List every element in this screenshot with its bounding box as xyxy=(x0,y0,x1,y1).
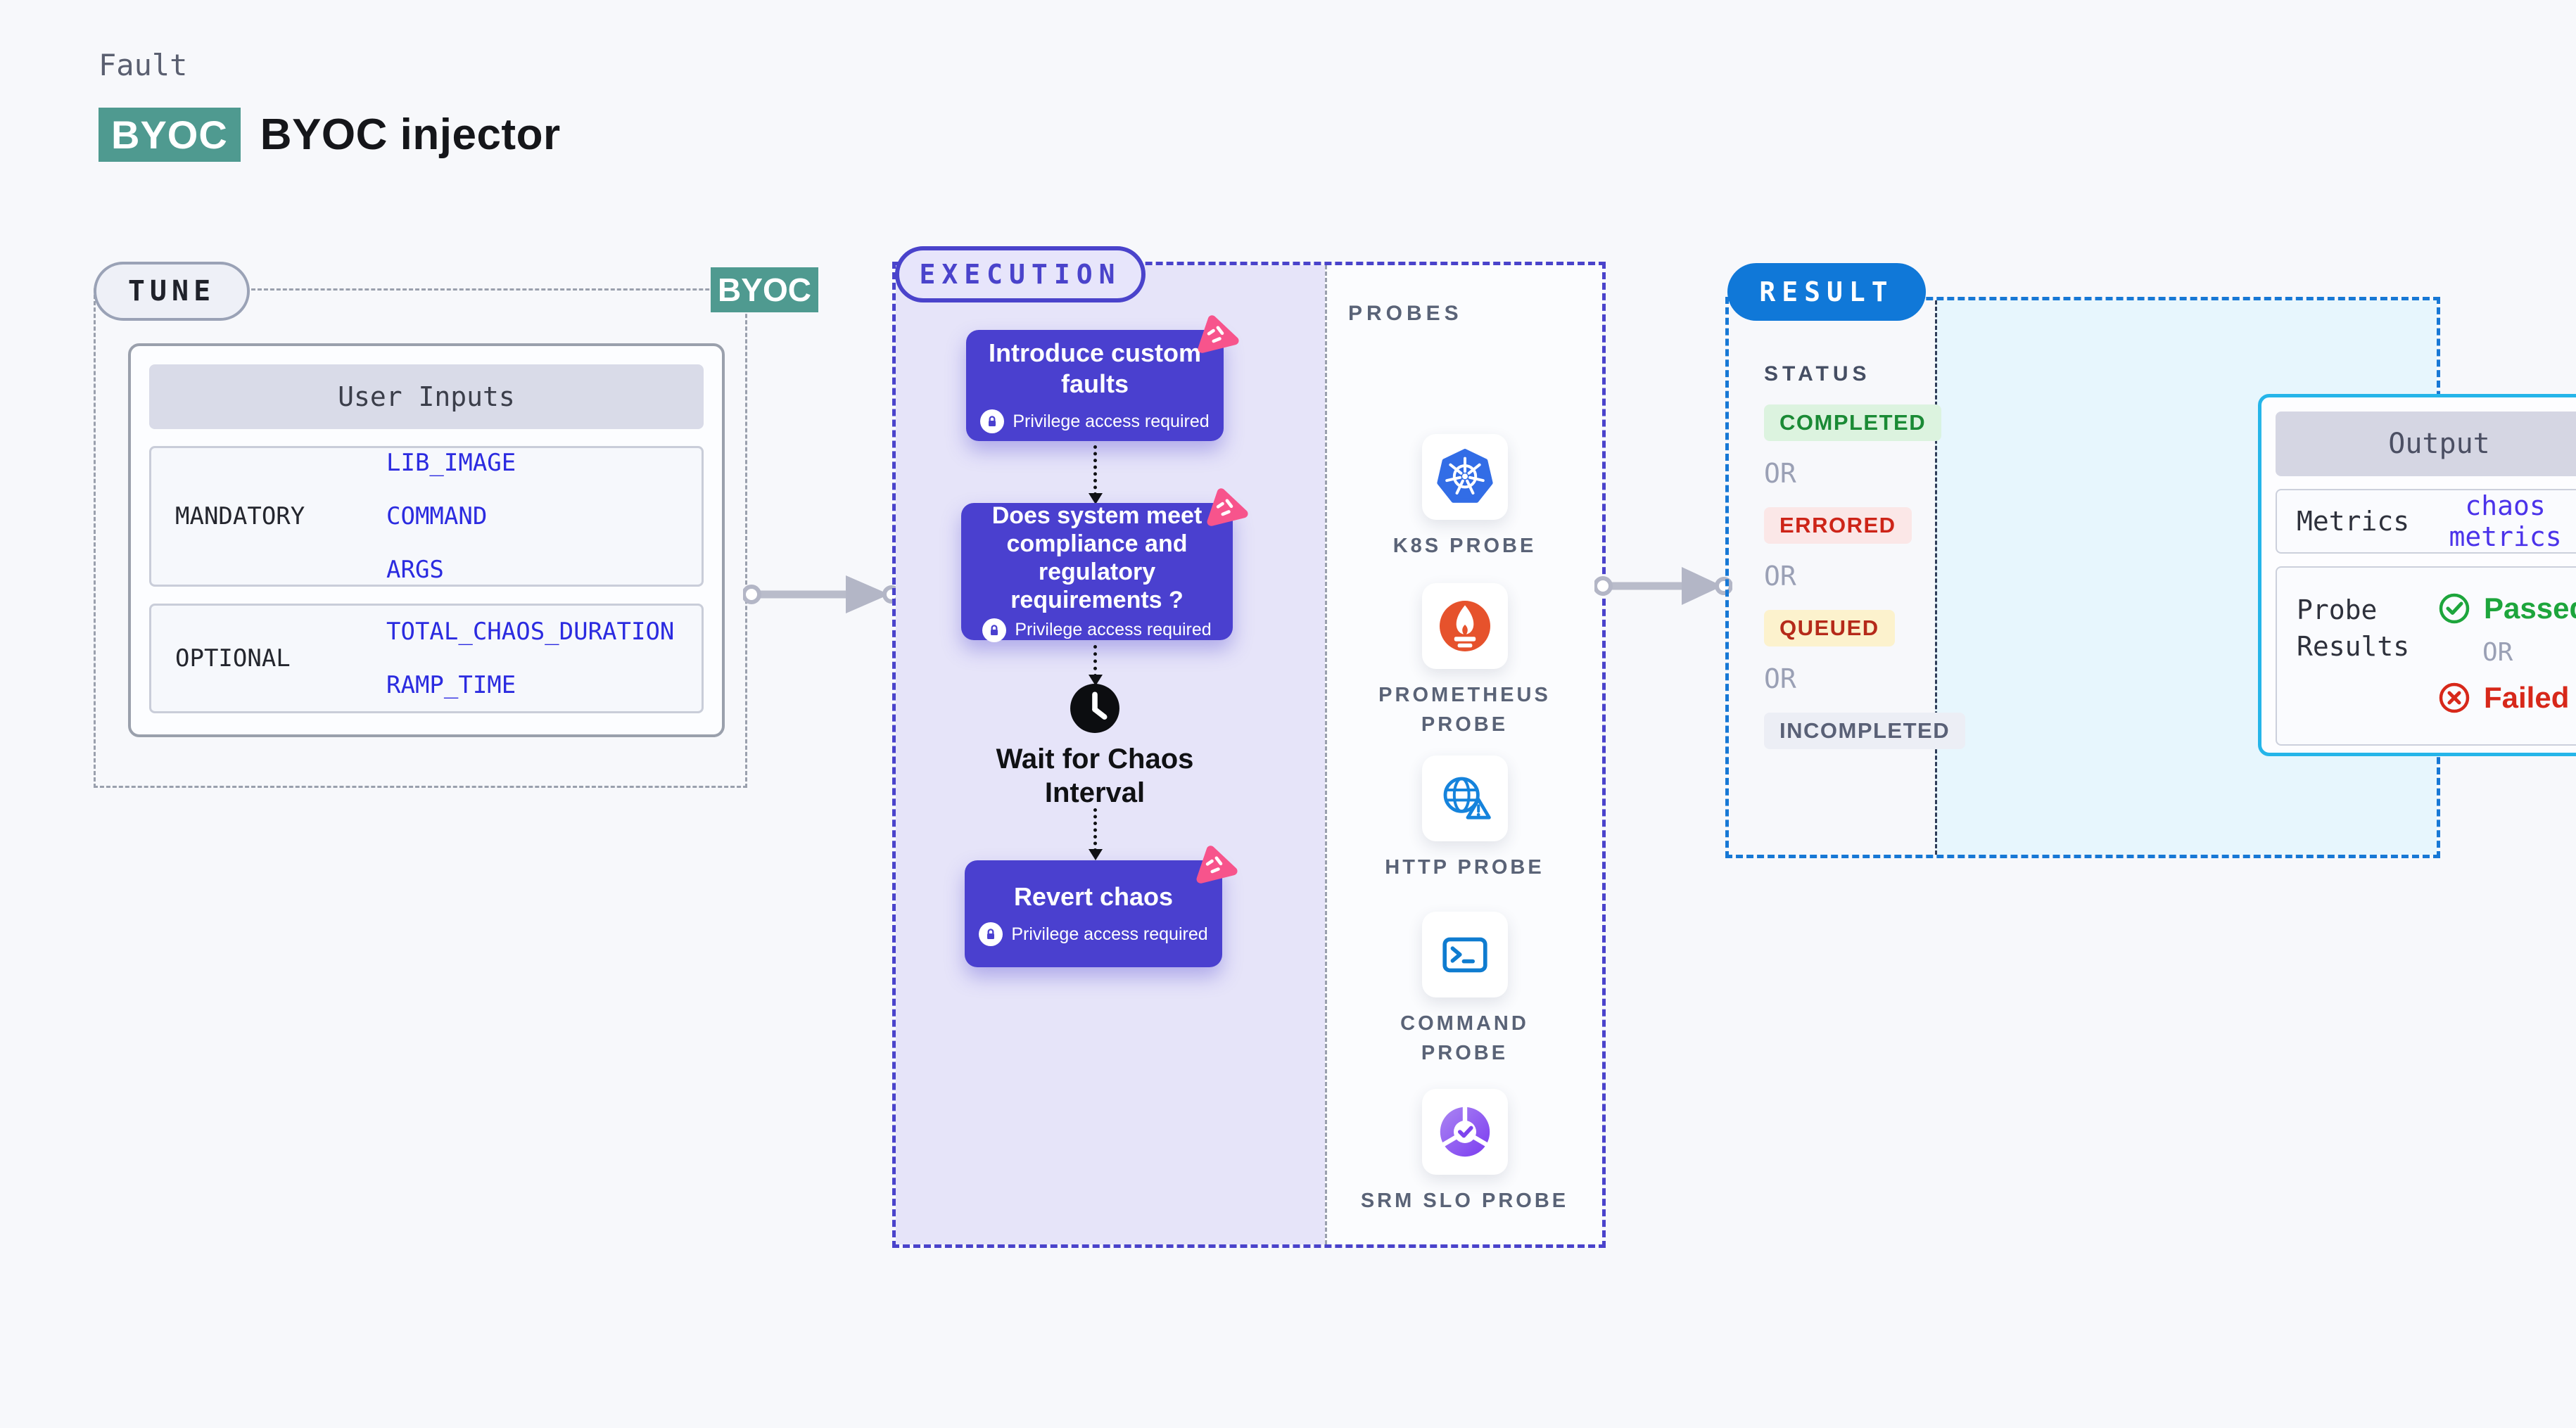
or-label: OR xyxy=(1764,663,1796,694)
env-var: ARGS xyxy=(386,556,444,584)
probe-card xyxy=(1421,1089,1508,1175)
step-title: Introduce custom faults xyxy=(988,338,1202,398)
env-var: LIB_IMAGE xyxy=(386,449,516,477)
output-card: Output Metrics chaos metrics Probe Resul… xyxy=(2258,394,2576,756)
user-inputs-card: User Inputs MANDATORY LIB_IMAGE COMMAND … xyxy=(128,343,725,737)
result-section-pill: RESULT xyxy=(1727,263,1926,321)
step-introduce-custom-faults: Introduce custom faults Privilege access… xyxy=(966,315,1239,441)
step-revert-chaos: Revert chaos Privilege access required xyxy=(965,846,1238,967)
passed-label: Passed xyxy=(2484,592,2576,625)
status-badge-errored: ERRORED xyxy=(1764,507,1912,544)
probe-card xyxy=(1421,434,1508,520)
result-output-area: Output Metrics chaos metrics Probe Resul… xyxy=(1935,300,2576,855)
status-badge-incompleted: INCOMPLETED xyxy=(1764,713,1966,749)
probe-item-srm-slo: SRM SLO PROBE xyxy=(1327,1089,1602,1216)
tune-section xyxy=(94,288,747,788)
flow-connector xyxy=(1089,645,1103,686)
output-header: Output xyxy=(2276,412,2576,476)
failed-label: Failed xyxy=(2484,681,2570,714)
env-var: RAMP_TIME xyxy=(386,671,516,699)
metrics-value: chaos metrics xyxy=(2449,490,2562,552)
probe-name: COMMAND PROBE xyxy=(1400,1012,1529,1064)
privilege-badge: Privilege access required xyxy=(979,922,1208,946)
probe-name: HTTP PROBE xyxy=(1385,856,1544,879)
byoc-badge: BYOC xyxy=(99,108,241,162)
privilege-badge: Privilege access required xyxy=(982,618,1212,642)
lock-icon xyxy=(979,922,1003,946)
probes-panel-label: PROBES xyxy=(1348,302,1463,325)
mandatory-label: MANDATORY xyxy=(175,502,305,530)
or-label: OR xyxy=(2482,638,2513,667)
probe-name: K8S PROBE xyxy=(1392,535,1537,557)
execution-section-pill: EXECUTION xyxy=(895,246,1146,302)
x-circle-icon xyxy=(2439,682,2470,713)
probe-item-prometheus: PROMETHEUS PROBE xyxy=(1327,583,1602,739)
result-section: Output Metrics chaos metrics Probe Resul… xyxy=(1725,297,2576,858)
prometheus-icon xyxy=(1439,601,1490,651)
flow-connector xyxy=(1089,808,1103,860)
privilege-label: Privilege access required xyxy=(1015,620,1212,639)
chaos-icon xyxy=(1196,846,1238,884)
step-wait-for-chaos-interval: Wait for Chaos Interval xyxy=(966,682,1224,810)
chaos-icon xyxy=(1207,488,1248,526)
status-column: STATUS COMPLETED OR ERRORED OR QUEUED OR… xyxy=(1764,362,1966,749)
probe-results-row: Probe Results Passed OR xyxy=(2276,566,2576,746)
metrics-label: Metrics xyxy=(2297,506,2410,537)
execution-section: Introduce custom faults Privilege access… xyxy=(892,262,1606,1248)
execution-flow-area: Introduce custom faults Privilege access… xyxy=(896,265,1325,1244)
probe-item-k8s: K8S PROBE xyxy=(1327,434,1602,561)
step-compliance-check: Does system meet compliance and regulato… xyxy=(961,488,1248,642)
env-var: TOTAL_CHAOS_DURATION xyxy=(386,618,675,646)
probes-panel: PROBES K8S PRO xyxy=(1325,265,1602,1244)
probe-card xyxy=(1421,583,1508,669)
optional-label: OPTIONAL xyxy=(175,644,291,672)
kubernetes-icon xyxy=(1436,449,1493,503)
tune-section-pill: TUNE xyxy=(94,262,250,321)
probe-item-command: COMMAND PROBE xyxy=(1327,912,1602,1068)
status-label: STATUS xyxy=(1764,362,1871,385)
failed-result: Failed xyxy=(2437,681,2576,715)
privilege-label: Privilege access required xyxy=(1011,924,1208,944)
mandatory-row: MANDATORY LIB_IMAGE COMMAND ARGS xyxy=(149,446,704,587)
probe-card xyxy=(1421,912,1508,997)
or-label: OR xyxy=(1764,458,1796,489)
probe-name: SRM SLO PROBE xyxy=(1360,1190,1569,1212)
terminal-icon xyxy=(1442,937,1487,973)
execution-to-result-arrow xyxy=(1594,567,1732,605)
passed-result: Passed xyxy=(2437,592,2576,625)
lock-icon xyxy=(982,618,1007,642)
wait-label: Wait for Chaos Interval xyxy=(996,744,1194,808)
check-circle-icon xyxy=(2439,593,2470,624)
srm-slo-icon xyxy=(1440,1106,1490,1157)
probe-results-label: Probe Results xyxy=(2297,594,2410,662)
lock-icon xyxy=(980,409,1005,433)
probe-name: PROMETHEUS PROBE xyxy=(1378,684,1551,736)
chaos-icon xyxy=(1198,315,1239,353)
optional-row: OPTIONAL TOTAL_CHAOS_DURATION RAMP_TIME xyxy=(149,604,704,713)
or-label: OR xyxy=(1764,561,1796,592)
privilege-badge: Privilege access required xyxy=(980,409,1210,433)
env-var: COMMAND xyxy=(386,502,488,530)
status-badge-completed: COMPLETED xyxy=(1764,404,1942,441)
privilege-label: Privilege access required xyxy=(1013,411,1210,431)
tune-to-execution-arrow xyxy=(743,575,899,613)
page-title: BYOC injector xyxy=(260,110,561,159)
step-title: Revert chaos xyxy=(1013,882,1174,911)
clock-icon xyxy=(1070,684,1119,733)
status-badge-queued: QUEUED xyxy=(1764,610,1895,646)
flow-connector xyxy=(1089,445,1103,504)
user-inputs-header: User Inputs xyxy=(149,364,704,429)
step-title: Does system meet compliance and regulato… xyxy=(991,502,1203,613)
http-globe-icon xyxy=(1443,777,1491,820)
fault-category-label: Fault xyxy=(99,48,188,82)
probe-card xyxy=(1421,756,1508,841)
metrics-row: Metrics chaos metrics xyxy=(2276,489,2576,554)
tune-byoc-tag: BYOC xyxy=(711,267,818,312)
page-header: Fault BYOC BYOC injector xyxy=(99,48,561,162)
probe-item-http: HTTP PROBE xyxy=(1327,756,1602,882)
